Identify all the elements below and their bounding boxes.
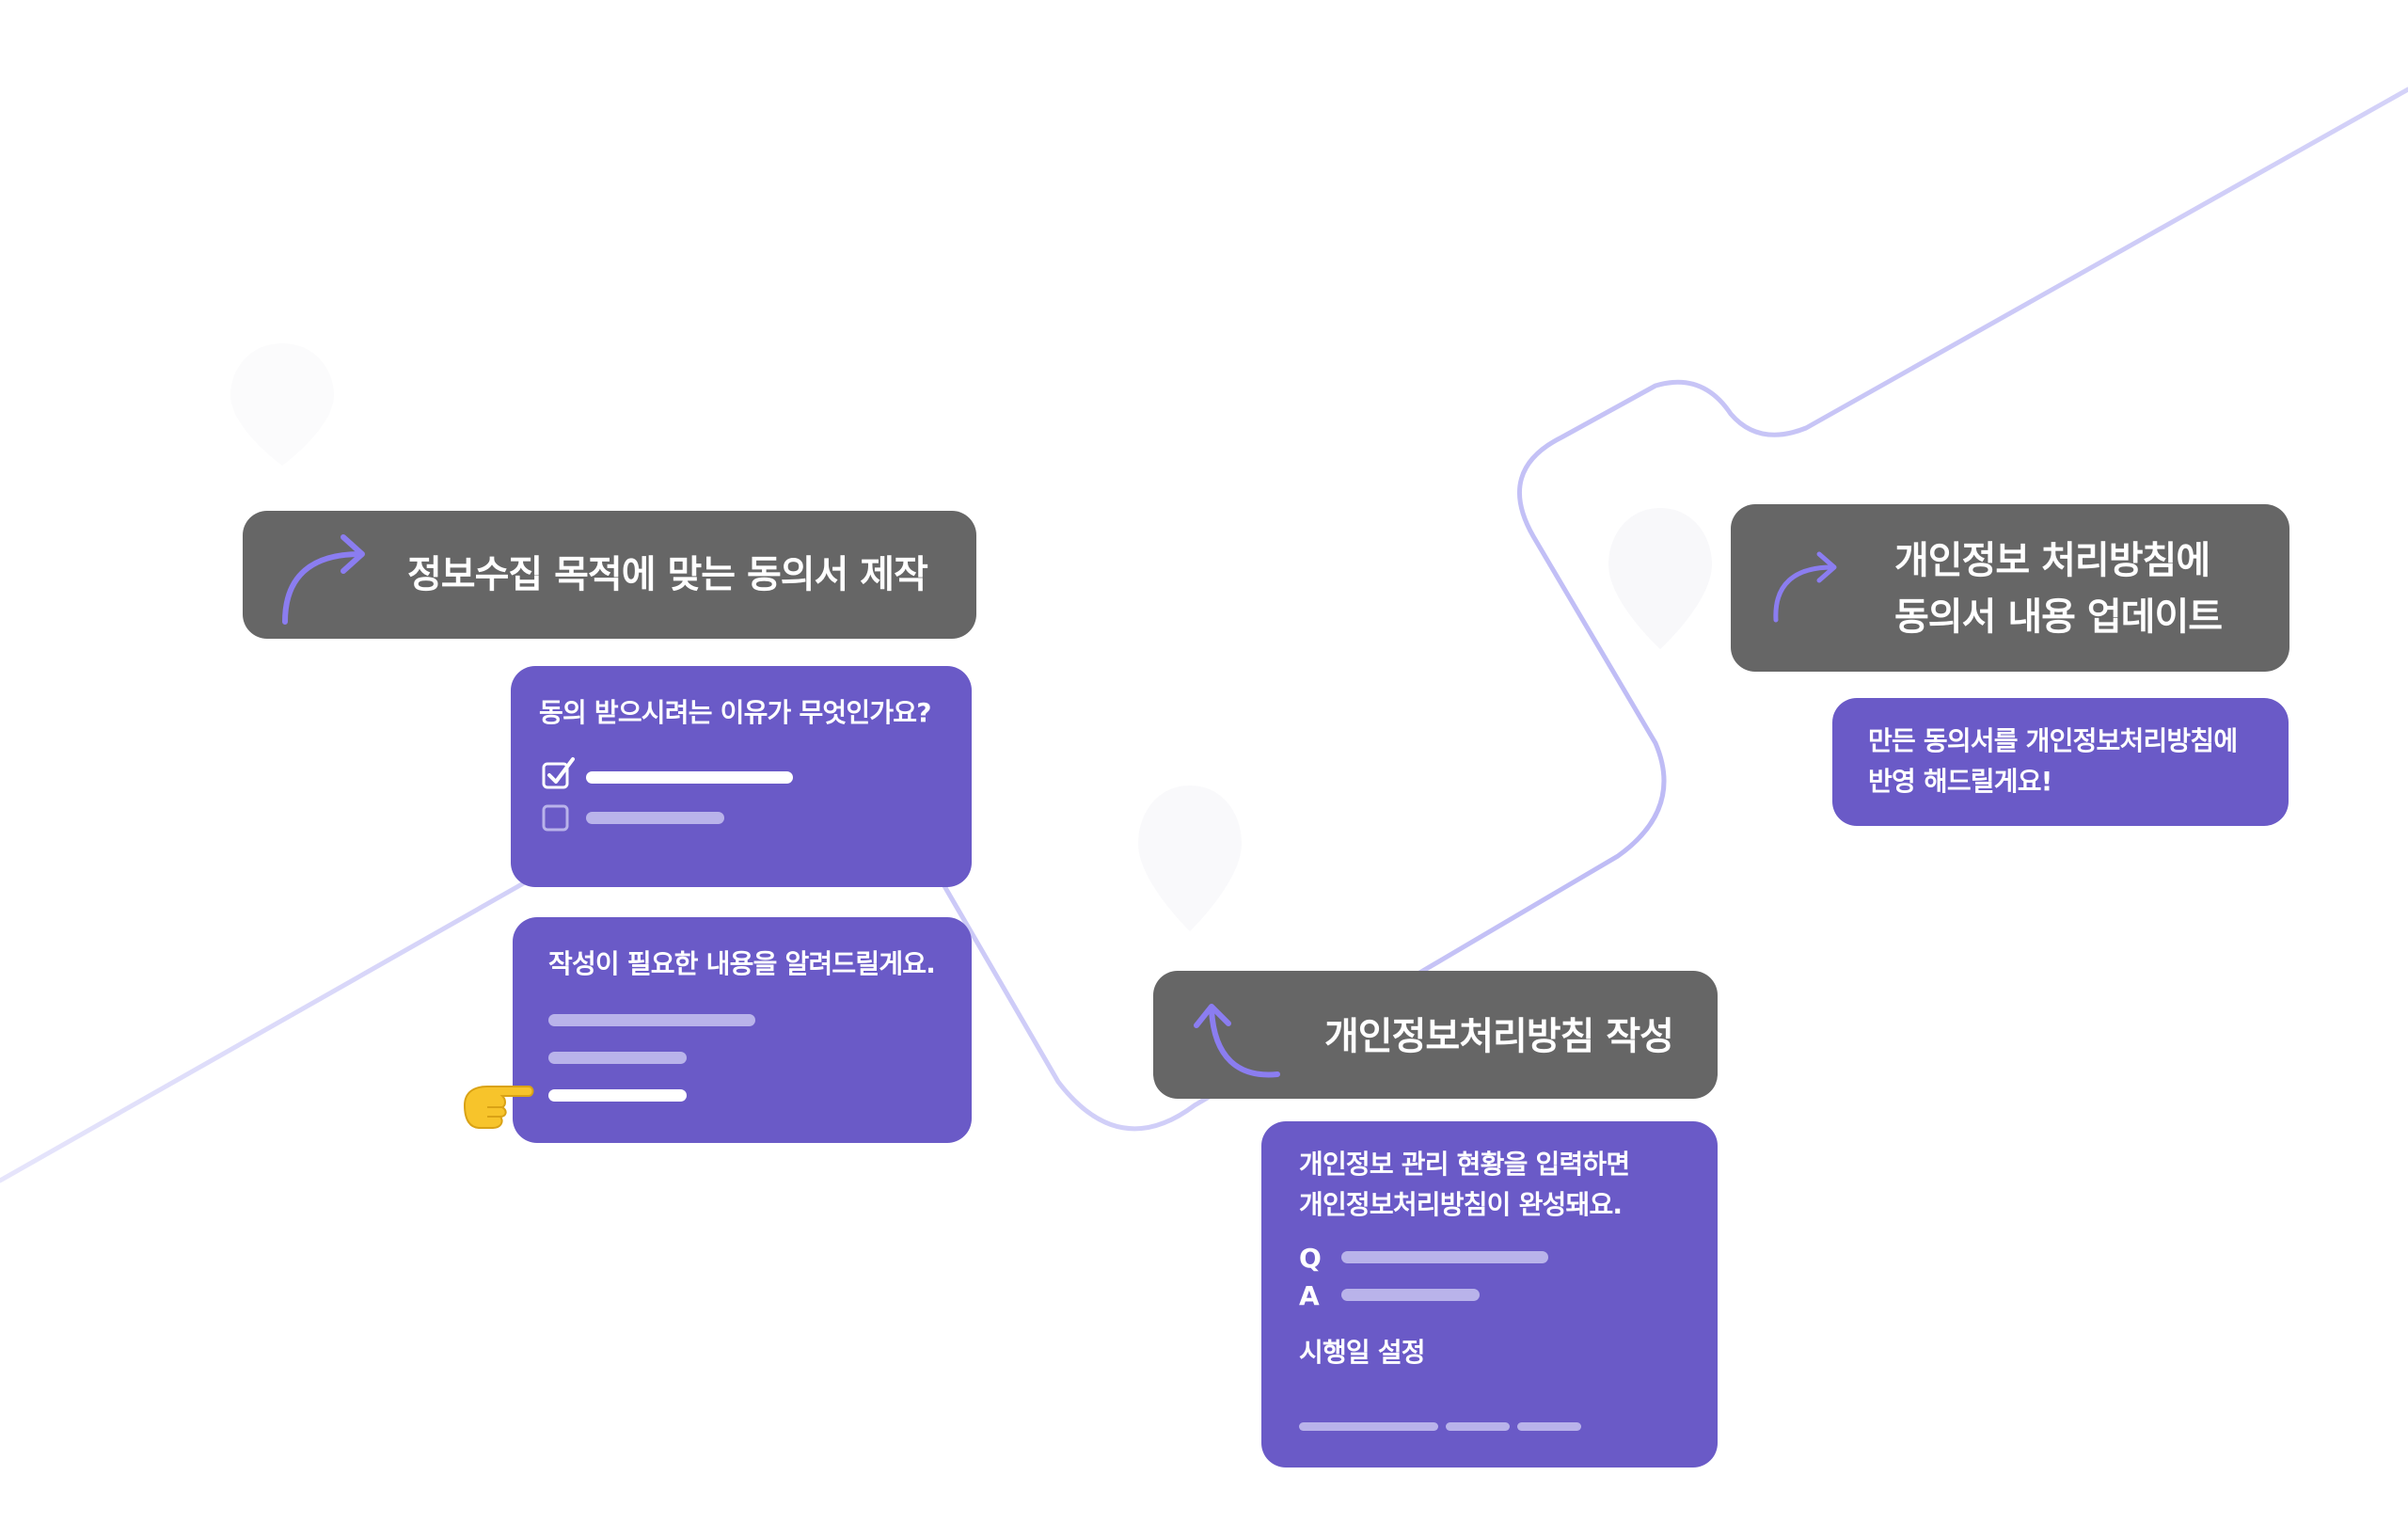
guidance-card: 작성이 필요한 내용을 알려드릴게요. <box>513 917 972 1143</box>
option-1-placeholder <box>586 771 793 784</box>
location-pin-icon <box>1608 508 1712 649</box>
privacy-policy-text-line2: 개인정보처리방침이 완성돼요. <box>1299 1189 1623 1220</box>
guidance-line-1 <box>548 1014 755 1026</box>
guidance-line-3 <box>548 1089 687 1102</box>
guidance-line-2 <box>548 1052 687 1064</box>
step-3-title-line2: 동의서 내용 업데이트 <box>1894 595 2223 639</box>
step-2-title: 개인정보처리방침 작성 <box>1324 1015 1674 1058</box>
answer-placeholder <box>1341 1289 1480 1301</box>
unchecked-checkbox-icon <box>542 804 569 832</box>
step-3-title-bar: 개인정보 처리방침에 동의서 내용 업데이트 <box>1731 504 2289 672</box>
location-pin-icon <box>1138 785 1242 931</box>
effective-date-label: 시행일 설정 <box>1299 1337 1426 1368</box>
date-segment-2 <box>1446 1422 1510 1431</box>
step-1-title-bar: 정보수집 목적에 맞는 동의서 제작 <box>243 511 976 639</box>
privacy-policy-text-line1: 개인정보 관리 현황을 입력하면 <box>1299 1149 1630 1180</box>
option-2-placeholder <box>586 812 724 824</box>
step-3-title-line1: 개인정보 처리방침에 <box>1894 539 2210 582</box>
update-info-line2: 반영 해드릴게요! <box>1868 766 2052 797</box>
privacy-policy-card: 개인정보 관리 현황을 입력하면 개인정보처리방침이 완성돼요. Q A 시행일… <box>1261 1121 1718 1467</box>
location-pin-icon <box>230 343 334 466</box>
date-segment-3 <box>1517 1422 1581 1431</box>
purpose-question: 동의 받으시려는 이유가 무엇인가요? <box>539 697 932 728</box>
date-segment-1 <box>1299 1422 1438 1431</box>
question-placeholder <box>1341 1251 1548 1263</box>
update-info-line1: 만든 동의서를 개인정보처리방침에 <box>1868 725 2238 756</box>
step-1-title: 정보수집 목적에 맞는 동의서 제작 <box>407 553 928 596</box>
q-label: Q <box>1299 1243 1322 1274</box>
purpose-question-card: 동의 받으시려는 이유가 무엇인가요? <box>511 666 972 887</box>
a-label: A <box>1299 1280 1320 1311</box>
guidance-text: 작성이 필요한 내용을 알려드릴게요. <box>548 948 936 979</box>
curved-arrow-up-right-icon <box>1773 551 1837 623</box>
curved-arrow-up-icon <box>1194 1004 1280 1078</box>
checked-checkbox-icon <box>542 757 575 789</box>
curved-arrow-up-right-icon <box>282 534 365 625</box>
pointing-hand-icon <box>463 1086 534 1129</box>
update-info-card: 만든 동의서를 개인정보처리방침에 반영 해드릴게요! <box>1832 698 2289 826</box>
step-2-title-bar: 개인정보처리방침 작성 <box>1153 971 1718 1099</box>
